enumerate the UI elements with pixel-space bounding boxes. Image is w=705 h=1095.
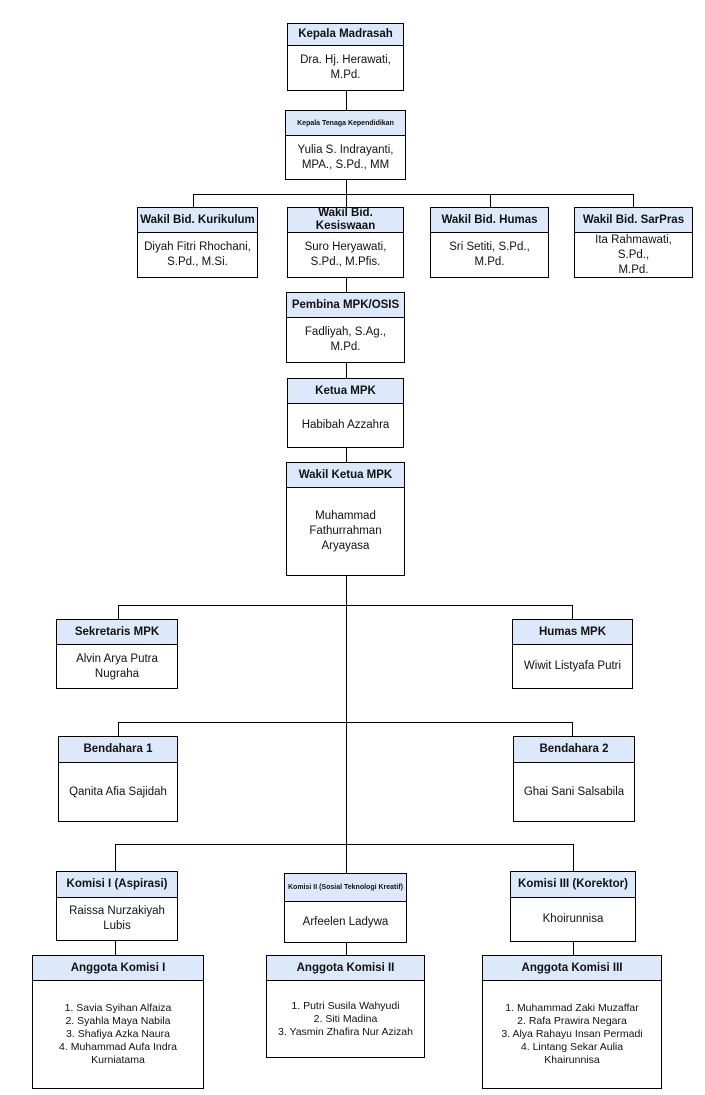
node-sekretaris-mpk: Sekretaris MPK Alvin Arya Putra Nugraha <box>56 619 178 689</box>
node-person-name: 1. Savia Syihan Alfaiza 2. Syahla Maya N… <box>59 1002 177 1066</box>
node-person-name: Arfeelen Ladywa <box>302 915 389 928</box>
node-anggota-komisi-3: Anggota Komisi III 1. Muhammad Zaki Muzaf… <box>482 955 662 1089</box>
connector-line <box>346 363 347 378</box>
connector-line <box>346 91 347 110</box>
node-title: Wakil Bid. Kesiswaan <box>288 207 403 233</box>
node-person-name: 1. Putri Susila Wahyudi 2. Siti Madina 3… <box>277 999 413 1038</box>
connector-line <box>346 180 347 207</box>
node-title: Anggota Komisi I <box>33 956 203 981</box>
connector-line <box>118 722 119 736</box>
node-title: Anggota Komisi III <box>483 956 661 981</box>
node-person-name: Suro Heryawati, S.Pd., M.Pfis. <box>304 241 387 268</box>
node-person-name: Ita Rahmawati, S.Pd., M.Pd. <box>595 233 672 276</box>
connector-line <box>115 844 116 871</box>
node-person-name: Fadliyah, S.Ag., M.Pd. <box>304 326 387 353</box>
connector-line <box>573 844 574 871</box>
node-komisi-3: Komisi III (Korektor) Khoirunnisa <box>510 871 636 942</box>
node-person-name: Sri Setiti, S.Pd., M.Pd. <box>449 241 530 268</box>
node-bendahara-2: Bendahara 2 Ghai Sani Salsabila <box>513 736 635 822</box>
connector-line <box>572 722 573 736</box>
connector-line <box>115 941 116 955</box>
node-person-name: Ghai Sani Salsabila <box>523 785 625 798</box>
node-person-name: Raissa Nurzakiyah Lubis <box>69 905 165 932</box>
connector-line <box>346 448 347 462</box>
node-person-name: Muhammad Fathurrahman Aryayasa <box>309 510 382 552</box>
node-title: Komisi II (Sosial Teknologi Kreatif) <box>285 874 406 902</box>
node-anggota-komisi-1: Anggota Komisi I 1. Savia Syihan Alfaiza … <box>32 955 204 1089</box>
node-humas-mpk: Humas MPK Wiwit Listyafa Putri <box>512 619 633 689</box>
node-title: Wakil Bid. SarPras <box>575 208 692 233</box>
connector-line <box>346 278 347 292</box>
connector-line <box>490 194 491 207</box>
node-title: Bendahara 1 <box>59 737 177 763</box>
node-person-name: Khoirunnisa <box>542 913 604 925</box>
node-person-name: Habibah Azzahra <box>301 419 390 431</box>
node-title: Wakil Bid. Kurikulum <box>138 208 257 233</box>
node-wakil-ketua-mpk: Wakil Ketua MPK Muhammad Fathurrahman Ary… <box>286 462 405 576</box>
connector-line <box>346 576 347 873</box>
connector-line <box>115 844 574 845</box>
node-person-name: Yulia S. Indrayanti, MPA., S.Pd., MM <box>297 143 394 171</box>
connector-line <box>118 722 573 723</box>
node-person-name: Qanita Afia Sajidah <box>69 785 167 798</box>
node-anggota-komisi-2: Anggota Komisi II 1. Putri Susila Wahyudi… <box>266 955 425 1058</box>
node-pembina-mpk-osis: Pembina MPK/OSIS Fadliyah, S.Ag., M.Pd. <box>286 292 405 363</box>
node-person-name: 1. Muhammad Zaki Muzaffar 2. Rafa Prawir… <box>501 1002 643 1066</box>
node-title: Humas MPK <box>513 620 632 645</box>
node-title: Komisi I (Aspirasi) <box>57 872 177 898</box>
node-title: Kepala Madrasah <box>288 24 403 46</box>
connector-line <box>193 194 194 207</box>
node-person-name: Wiwit Listyafa Putri <box>523 660 622 672</box>
connector-line <box>346 943 347 955</box>
node-title: Sekretaris MPK <box>57 620 177 645</box>
connector-line <box>193 194 634 195</box>
connector-line <box>572 605 573 619</box>
node-title: Pembina MPK/OSIS <box>287 293 404 318</box>
connector-line <box>573 942 574 955</box>
node-title: Kepala Tenaga Kependidikan <box>286 111 405 136</box>
connector-line <box>346 194 347 207</box>
node-ketua-mpk: Ketua MPK Habibah Azzahra <box>287 378 404 448</box>
node-bendahara-1: Bendahara 1 Qanita Afia Sajidah <box>58 736 178 822</box>
node-komisi-2: Komisi II (Sosial Teknologi Kreatif) Arfe… <box>284 873 407 943</box>
node-person-name: Diyah Fitri Rhochani, S.Pd., M.Si. <box>144 241 251 268</box>
node-title: Wakil Ketua MPK <box>287 463 404 488</box>
connector-line <box>118 605 119 619</box>
node-title: Ketua MPK <box>288 379 403 404</box>
node-title: Komisi III (Korektor) <box>511 872 635 898</box>
node-title: Bendahara 2 <box>514 737 634 763</box>
node-person-name: Dra. Hj. Herawati, M.Pd. <box>300 54 391 81</box>
node-title: Anggota Komisi II <box>267 956 424 981</box>
node-komisi-1: Komisi I (Aspirasi) Raissa Nurzakiyah Lub… <box>56 871 178 941</box>
node-title: Wakil Bid. Humas <box>431 208 548 233</box>
connector-line <box>633 194 634 207</box>
connector-line <box>118 605 573 606</box>
node-person-name: Alvin Arya Putra Nugraha <box>76 652 158 680</box>
